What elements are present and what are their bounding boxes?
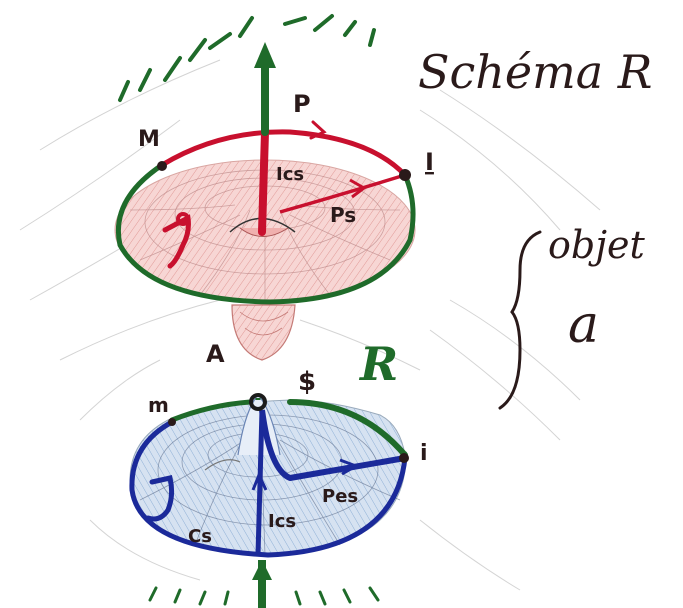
label-A: A <box>206 340 225 368</box>
label-Cs: Cs <box>188 526 212 547</box>
cone-a <box>231 304 296 361</box>
point-M <box>157 161 167 171</box>
background-scribbles <box>19 59 601 591</box>
point-S <box>249 393 267 411</box>
label-I: I <box>425 148 434 176</box>
objet-a-label: a <box>568 295 599 355</box>
label-i: i <box>420 441 428 466</box>
objet-label: objet <box>548 223 645 267</box>
diagram-title: Schéma R <box>418 45 652 99</box>
label-Pes: Pes <box>322 486 358 507</box>
upper-torus <box>114 120 416 305</box>
label-S: $ <box>298 367 316 397</box>
top-strokes <box>118 14 376 102</box>
label-Ics-upper: Ics <box>276 164 304 185</box>
point-i <box>399 453 409 463</box>
label-Ps: Ps <box>330 203 356 227</box>
label-P: P <box>293 90 311 118</box>
point-m <box>168 418 176 426</box>
p-arrow <box>254 42 276 136</box>
bottom-strokes <box>148 586 380 606</box>
objet-brace <box>498 230 542 410</box>
lower-torus <box>129 393 409 558</box>
bottom-arrow <box>252 560 272 608</box>
point-I <box>399 169 411 181</box>
label-Ics-lower: Ics <box>268 511 296 532</box>
label-m: m <box>148 393 169 417</box>
label-M: M <box>138 127 160 152</box>
label-R: R <box>358 337 398 391</box>
